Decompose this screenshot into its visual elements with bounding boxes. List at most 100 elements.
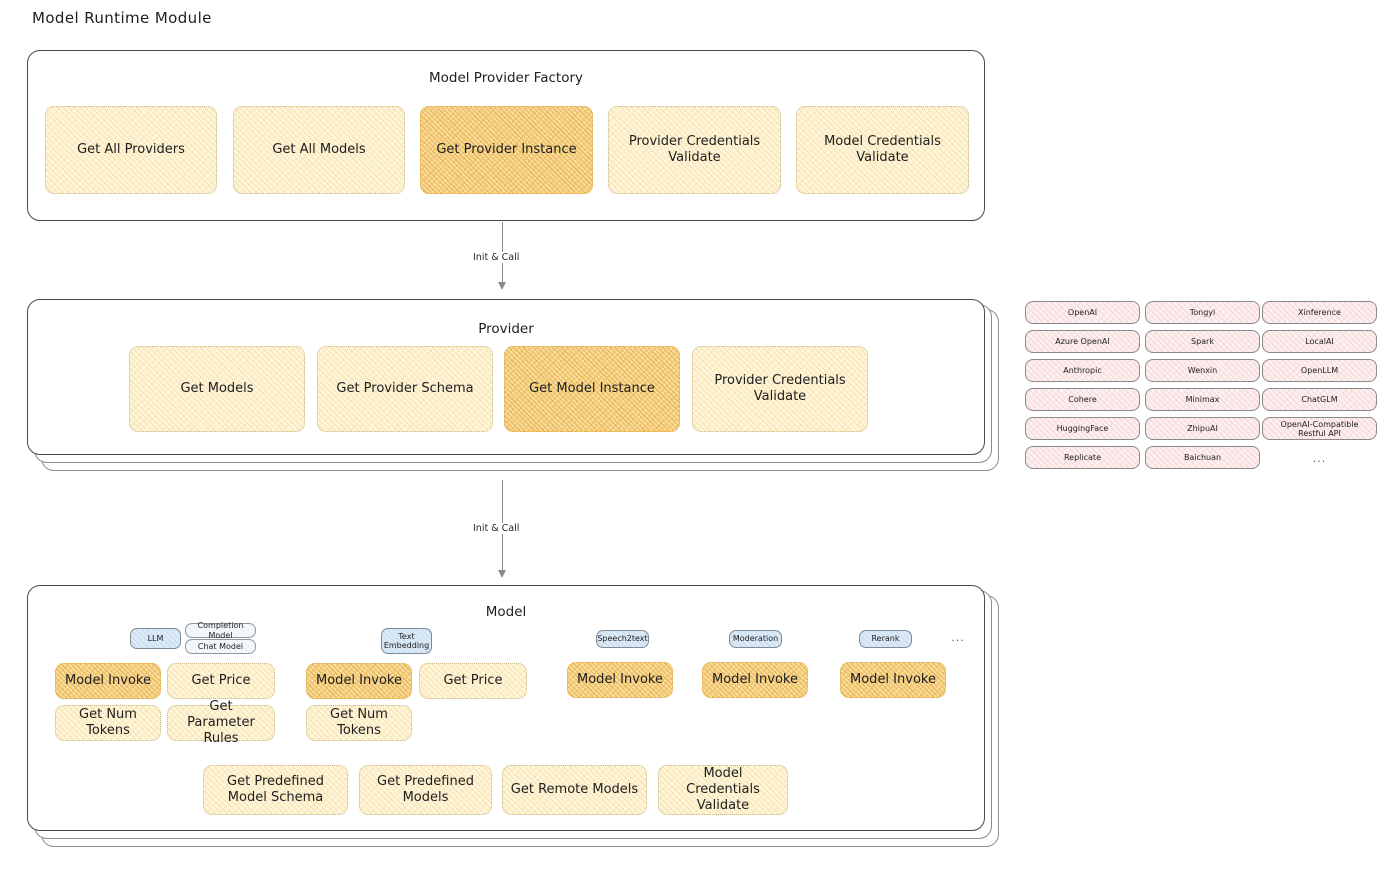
model-type-badge-speech2text[interactable]: Speech2text	[596, 630, 649, 648]
model-common-method-label: Model Credentials Validate	[686, 765, 760, 814]
provider-method-get-provider-schema[interactable]: Get Provider Schema	[317, 346, 493, 432]
provider-pill-openai-compatible-restful-api[interactable]: OpenAI-Compatible Restful API	[1262, 417, 1377, 440]
model-type-badge-label: LLM	[147, 633, 164, 643]
moderation-method-model-invoke[interactable]: Model Invoke	[702, 662, 808, 698]
arrow-1-head	[498, 282, 506, 290]
provider-pill-anthropic[interactable]: Anthropic	[1025, 359, 1140, 382]
provider-pill-openllm[interactable]: OpenLLM	[1262, 359, 1377, 382]
rerank-method-model-invoke[interactable]: Model Invoke	[840, 662, 946, 698]
provider-method-label: Get Provider Schema	[336, 380, 474, 396]
provider-pill-cohere[interactable]: Cohere	[1025, 388, 1140, 411]
provider-pill-label: Anthropic	[1063, 366, 1102, 375]
provider-method-label: Provider Credentials Validate	[714, 372, 846, 404]
text-embedding-method-label: Model Invoke	[316, 672, 402, 688]
provider-pill-tongyi[interactable]: Tongyi	[1145, 301, 1260, 324]
factory-method-get-all-providers[interactable]: Get All Providers	[45, 106, 217, 194]
model-common-method-model-credentials-validate[interactable]: Model Credentials Validate	[658, 765, 788, 815]
model-type-badge-label: Speech2text	[597, 634, 648, 644]
provider-list-ellipsis: ...	[1312, 452, 1327, 465]
speech2text-method-label: Model Invoke	[577, 671, 663, 687]
llm-method-get-parameter-rules[interactable]: Get Parameter Rules	[167, 699, 275, 746]
factory-method-get-provider-instance[interactable]: Get Provider Instance	[420, 106, 593, 194]
provider-pill-replicate[interactable]: Replicate	[1025, 446, 1140, 469]
provider-pill-label: LocalAI	[1305, 337, 1334, 346]
llm-method-label: Model Invoke	[65, 672, 151, 688]
provider-method-provider-credentials-validate[interactable]: Provider Credentials Validate	[692, 346, 868, 432]
factory-method-label: Get Provider Instance	[436, 141, 577, 157]
model-sub-badge-completion-model[interactable]: Completion Model	[185, 621, 256, 640]
provider-pill-label: ChatGLM	[1301, 395, 1338, 404]
factory-method-get-all-models[interactable]: Get All Models	[233, 106, 405, 194]
provider-pill-label: OpenLLM	[1300, 366, 1339, 375]
llm-method-get-num-tokens[interactable]: Get Num Tokens	[55, 705, 161, 741]
provider-pill-spark[interactable]: Spark	[1145, 330, 1260, 353]
provider-pill-label: OpenAI-Compatible Restful API	[1280, 419, 1359, 438]
llm-method-label: Get Parameter Rules	[187, 698, 255, 747]
provider-pill-huggingface[interactable]: HuggingFace	[1025, 417, 1140, 440]
arrow-1-label: Init & Call	[470, 252, 523, 263]
llm-method-get-price[interactable]: Get Price	[167, 663, 275, 699]
provider-pill-label: Xinference	[1298, 308, 1341, 317]
model-type-badge-rerank[interactable]: Rerank	[859, 630, 912, 648]
provider-pill-label: Baichuan	[1183, 453, 1222, 462]
provider-pill-label: Wenxin	[1187, 366, 1218, 375]
provider-pill-localai[interactable]: LocalAI	[1262, 330, 1377, 353]
provider-pill-zhipuai[interactable]: ZhipuAI	[1145, 417, 1260, 440]
factory-method-label: Get All Providers	[77, 141, 185, 157]
llm-method-label: Get Num Tokens	[79, 706, 137, 738]
model-sub-badge-chat-model[interactable]: Chat Model	[185, 639, 256, 654]
text-embedding-method-get-price[interactable]: Get Price	[419, 663, 527, 699]
factory-method-label: Model Credentials Validate	[824, 133, 941, 165]
model-common-method-label: Get Predefined Model Schema	[227, 773, 324, 805]
model-type-badge-label: Rerank	[871, 634, 900, 644]
arrow-2-head	[498, 570, 506, 578]
provider-method-label: Get Models	[180, 380, 254, 396]
model-common-method-get-predefined-model-schema[interactable]: Get Predefined Model Schema	[203, 765, 348, 815]
arrow-2-label: Init & Call	[470, 523, 523, 534]
provider-method-get-model-instance[interactable]: Get Model Instance	[504, 346, 680, 432]
provider-pill-label: Cohere	[1068, 395, 1097, 404]
provider-pill-chatglm[interactable]: ChatGLM	[1262, 388, 1377, 411]
llm-method-model-invoke[interactable]: Model Invoke	[55, 663, 161, 699]
model-common-method-label: Get Remote Models	[510, 781, 639, 797]
text-embedding-method-model-invoke[interactable]: Model Invoke	[306, 663, 412, 699]
provider-title: Provider	[478, 321, 534, 337]
provider-pill-wenxin[interactable]: Wenxin	[1145, 359, 1260, 382]
page-title: Model Runtime Module	[32, 9, 212, 27]
model-common-method-label: Get Predefined Models	[377, 773, 474, 805]
provider-pill-label: ZhipuAI	[1187, 424, 1218, 433]
model-type-badge-label: Moderation	[732, 634, 779, 644]
provider-pill-baichuan[interactable]: Baichuan	[1145, 446, 1260, 469]
provider-pill-label: Replicate	[1063, 453, 1101, 462]
model-sub-badge-label: Completion Model	[197, 621, 244, 640]
model-common-method-get-remote-models[interactable]: Get Remote Models	[502, 765, 647, 815]
model-title: Model	[485, 604, 527, 620]
factory-method-label: Get All Models	[272, 141, 366, 157]
provider-pill-azure-openai[interactable]: Azure OpenAI	[1025, 330, 1140, 353]
factory-method-provider-credentials-validate[interactable]: Provider Credentials Validate	[608, 106, 781, 194]
provider-pill-label: Tongyi	[1189, 308, 1216, 317]
model-type-badge-text-embedding[interactable]: Text Embedding	[381, 628, 432, 654]
provider-pill-openai[interactable]: OpenAI	[1025, 301, 1140, 324]
factory-method-label: Provider Credentials Validate	[628, 133, 761, 165]
provider-pill-label: HuggingFace	[1056, 424, 1109, 433]
provider-pill-xinference[interactable]: Xinference	[1262, 301, 1377, 324]
provider-method-label: Get Model Instance	[529, 380, 655, 396]
model-type-badge-llm[interactable]: LLM	[130, 628, 181, 649]
llm-method-label: Get Price	[191, 672, 251, 688]
provider-pill-label: Minimax	[1185, 395, 1220, 404]
speech2text-method-model-invoke[interactable]: Model Invoke	[567, 662, 673, 698]
provider-pill-label: Spark	[1191, 337, 1214, 346]
rerank-method-label: Model Invoke	[850, 671, 936, 687]
provider-method-get-models[interactable]: Get Models	[129, 346, 305, 432]
factory-method-model-credentials-validate[interactable]: Model Credentials Validate	[796, 106, 969, 194]
model-common-method-get-predefined-models[interactable]: Get Predefined Models	[359, 765, 492, 815]
model-type-badge-moderation[interactable]: Moderation	[729, 630, 782, 648]
text-embedding-method-label: Get Num Tokens	[330, 706, 388, 738]
text-embedding-method-get-num-tokens[interactable]: Get Num Tokens	[306, 705, 412, 741]
provider-pill-label: OpenAI	[1067, 308, 1098, 317]
provider-pill-minimax[interactable]: Minimax	[1145, 388, 1260, 411]
model-sub-badge-label: Chat Model	[197, 641, 244, 651]
model-provider-factory-title: Model Provider Factory	[428, 70, 583, 86]
provider-pill-label: Azure OpenAI	[1055, 337, 1110, 346]
